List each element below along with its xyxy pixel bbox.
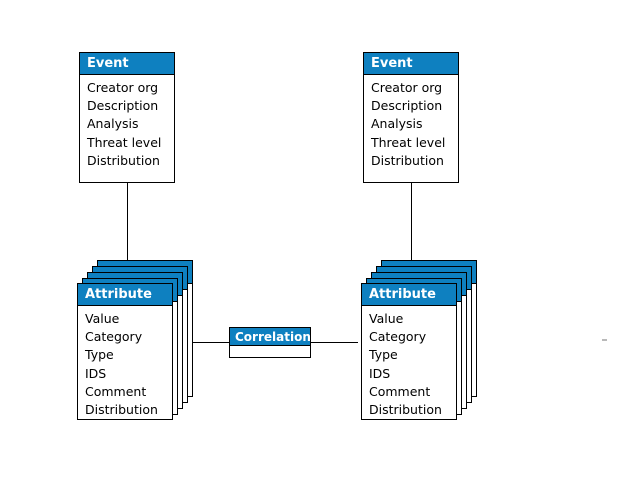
entity-attribute-left-fields: Value Category Type IDS Comment Distribu… <box>78 306 172 424</box>
entity-attribute-left-stack[interactable]: Attribute Value Category Type IDS Commen… <box>77 260 203 420</box>
entity-correlation[interactable]: Correlation <box>229 327 311 358</box>
connector-attribute-right-to-correlation <box>311 342 358 343</box>
entity-event-left-fields: Creator org Description Analysis Threat … <box>80 75 174 175</box>
entity-field: Analysis <box>371 116 423 132</box>
entity-field: Description <box>371 98 443 114</box>
entity-field: Comment <box>369 383 431 399</box>
entity-event-right-fields: Creator org Description Analysis Threat … <box>364 75 458 175</box>
entity-field: Category <box>369 329 427 345</box>
entity-event-left-header: Event <box>80 53 174 75</box>
entity-field: Description <box>87 98 159 114</box>
entity-attribute-right-stack[interactable]: Attribute Value Category Type IDS Commen… <box>361 260 487 420</box>
entity-field: Creator org <box>371 80 443 95</box>
entity-field: Threat level <box>87 134 162 150</box>
entity-event-right[interactable]: Event Creator org Description Analysis T… <box>363 52 459 183</box>
entity-field: Type <box>369 347 398 363</box>
entity-event-left[interactable]: Event Creator org Description Analysis T… <box>79 52 175 183</box>
entity-field: Value <box>369 311 404 326</box>
entity-attribute-right[interactable]: Attribute Value Category Type IDS Commen… <box>361 283 457 420</box>
connector-attribute-left-to-correlation <box>184 342 229 343</box>
entity-attribute-left[interactable]: Attribute Value Category Type IDS Commen… <box>77 283 173 420</box>
entity-attribute-right-fields: Value Category Type IDS Comment Distribu… <box>362 306 456 424</box>
stray-mark <box>602 339 607 341</box>
entity-field: Distribution <box>371 152 444 168</box>
entity-field: Distribution <box>85 402 158 418</box>
entity-field: Threat level <box>371 134 446 150</box>
entity-field: Analysis <box>87 116 139 132</box>
entity-field: Distribution <box>87 152 160 168</box>
entity-field: Type <box>85 347 114 363</box>
entity-correlation-body <box>230 346 310 357</box>
entity-field: Value <box>85 311 120 326</box>
entity-field: Comment <box>85 383 147 399</box>
entity-correlation-header: Correlation <box>230 328 310 346</box>
entity-attribute-right-header: Attribute <box>362 284 456 306</box>
connector-event-right-to-attribute-right <box>411 183 412 260</box>
connector-event-left-to-attribute-left <box>127 183 128 260</box>
entity-event-right-header: Event <box>364 53 458 75</box>
entity-field: Distribution <box>369 402 442 418</box>
entity-field: Creator org <box>87 80 159 95</box>
entity-field: IDS <box>369 365 391 381</box>
entity-field: IDS <box>85 365 107 381</box>
entity-field: Category <box>85 329 143 345</box>
entity-attribute-left-header: Attribute <box>78 284 172 306</box>
